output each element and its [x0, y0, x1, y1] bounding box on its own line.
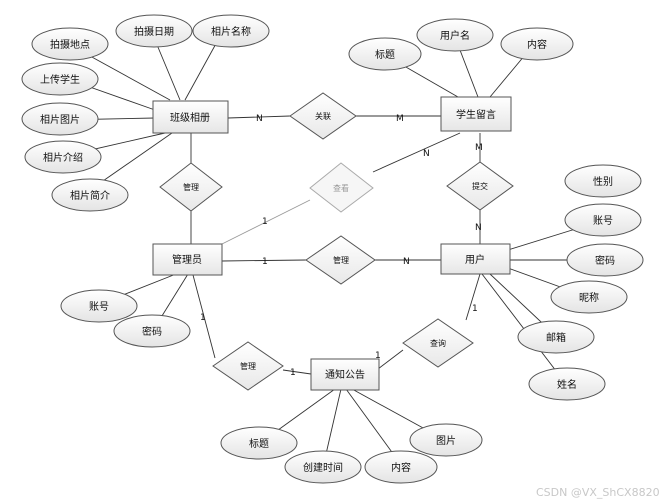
relationship-link: 关联	[289, 92, 357, 140]
entity-user: 用户	[440, 243, 511, 275]
attribute-label: 拍摄地点	[50, 38, 90, 51]
attribute-user-account: 账号	[564, 203, 642, 237]
cardinality-label: 1	[262, 217, 268, 227]
cardinality-label: 1	[262, 257, 268, 267]
entity-label: 通知公告	[325, 368, 365, 381]
cardinality-label: 1	[200, 313, 206, 323]
cardinality-label: M	[475, 143, 483, 153]
relationship-label: 查询	[430, 338, 446, 348]
relationship-view: 查看	[309, 162, 374, 213]
attribute-admin-password: 密码	[113, 314, 191, 348]
attribute-photo-name: 相片名称	[192, 14, 270, 48]
relationship-label: 提交	[472, 181, 488, 191]
cardinality-labels: N M 1 N M N 1 N 1 1 1 1	[200, 114, 483, 378]
cardinality-label: N	[256, 114, 263, 124]
cardinality-label: 1	[472, 304, 478, 314]
edge-admin-manage-notice	[192, 274, 216, 359]
relationships: 关联 管理 查看 提交 管理 管理 查询	[159, 92, 514, 391]
entity-admin: 管理员	[152, 243, 223, 276]
attribute-label: 标题	[249, 438, 269, 450]
attribute-label: 账号	[89, 301, 109, 313]
relationship-manage-user: 管理	[305, 235, 376, 285]
cardinality-label: N	[423, 149, 430, 159]
attribute-user-password: 密码	[566, 243, 644, 277]
entity-notice: 通知公告	[310, 358, 380, 391]
attribute-photo-intro: 相片介绍	[24, 140, 102, 174]
entity-label: 学生留言	[456, 108, 496, 121]
attribute-label: 内容	[391, 461, 411, 474]
attribute-upload-student: 上传学生	[21, 62, 99, 96]
attribute-notice-created: 创建时间	[284, 450, 362, 484]
cardinality-label: 1	[290, 368, 296, 378]
attribute-msg-title: 标题	[348, 37, 422, 71]
relationship-label: 管理	[183, 182, 199, 192]
entity-class-album: 班级相册	[152, 100, 229, 134]
entity-label: 管理员	[172, 253, 202, 266]
attributes: 拍摄地点 拍摄日期 相片名称 上传学生 相片图片 相片介绍 相片简介 标题	[21, 14, 644, 484]
attribute-label: 拍摄日期	[134, 25, 174, 38]
relationship-manage-notice: 管理	[212, 341, 284, 391]
attribute-photo-image: 相片图片	[21, 102, 99, 136]
edge-admin-manage-user	[221, 259, 307, 262]
attribute-msg-content: 内容	[500, 27, 574, 61]
attribute-user-nickname: 昵称	[550, 280, 628, 314]
entity-label: 班级相册	[170, 111, 210, 124]
attribute-label: 相片简介	[70, 189, 110, 202]
attribute-notice-content: 内容	[364, 450, 438, 484]
relationship-label: 管理	[240, 361, 256, 371]
relationship-label: 关联	[315, 111, 331, 121]
cardinality-label: M	[396, 114, 404, 124]
attribute-label: 上传学生	[40, 73, 80, 86]
edge-browse-user	[465, 273, 481, 321]
attribute-label: 标题	[375, 49, 395, 61]
edge-admin-view	[221, 199, 311, 245]
edge-notice-browse	[377, 349, 404, 370]
attribute-label: 相片图片	[40, 113, 80, 126]
entity-student-message: 学生留言	[440, 96, 512, 132]
edge-manage-notice	[282, 369, 312, 375]
cardinality-label: N	[403, 257, 410, 267]
attribute-user-name: 姓名	[528, 367, 606, 401]
cardinality-label: 1	[375, 351, 381, 361]
attribute-msg-username: 用户名	[416, 18, 494, 52]
edge-view-message	[372, 132, 461, 173]
edge-album-photo-name	[184, 39, 219, 101]
attribute-shoot-location: 拍摄地点	[31, 27, 109, 61]
entity-label: 用户	[465, 253, 485, 266]
attribute-label: 性别	[593, 175, 613, 188]
relationship-manage-album: 管理	[159, 162, 223, 212]
attribute-label: 密码	[595, 254, 615, 267]
attribute-photo-brief: 相片简介	[51, 178, 129, 212]
attribute-label: 图片	[436, 434, 456, 447]
attribute-label: 邮箱	[546, 331, 566, 344]
watermark-text: CSDN @VX_ShCX8820	[536, 486, 660, 499]
attribute-label: 创建时间	[303, 461, 343, 474]
cardinality-label: N	[475, 223, 482, 233]
edge-album-shoot-date	[154, 39, 181, 101]
entities: 班级相册 学生留言 管理员 用户 通知公告	[152, 96, 512, 391]
attribute-shoot-date: 拍摄日期	[115, 14, 193, 48]
attribute-notice-image: 图片	[409, 423, 483, 457]
attribute-label: 用户名	[440, 29, 470, 42]
attribute-user-gender: 性别	[564, 164, 642, 198]
attribute-admin-account: 账号	[60, 289, 138, 323]
attribute-label: 账号	[593, 215, 613, 227]
attribute-label: 相片名称	[211, 25, 251, 38]
relationship-label: 查看	[333, 183, 349, 193]
attribute-label: 内容	[527, 38, 547, 51]
attribute-label: 密码	[142, 325, 162, 338]
relationship-submit: 提交	[446, 161, 514, 211]
attribute-notice-title: 标题	[220, 426, 298, 460]
attribute-label: 相片介绍	[43, 151, 83, 164]
relationship-label: 管理	[333, 255, 349, 265]
relationship-browse: 查询	[402, 318, 474, 368]
attribute-label: 昵称	[579, 291, 599, 304]
attribute-user-email: 邮箱	[517, 320, 595, 354]
attribute-label: 姓名	[557, 378, 577, 391]
edge-album-link	[227, 115, 291, 119]
